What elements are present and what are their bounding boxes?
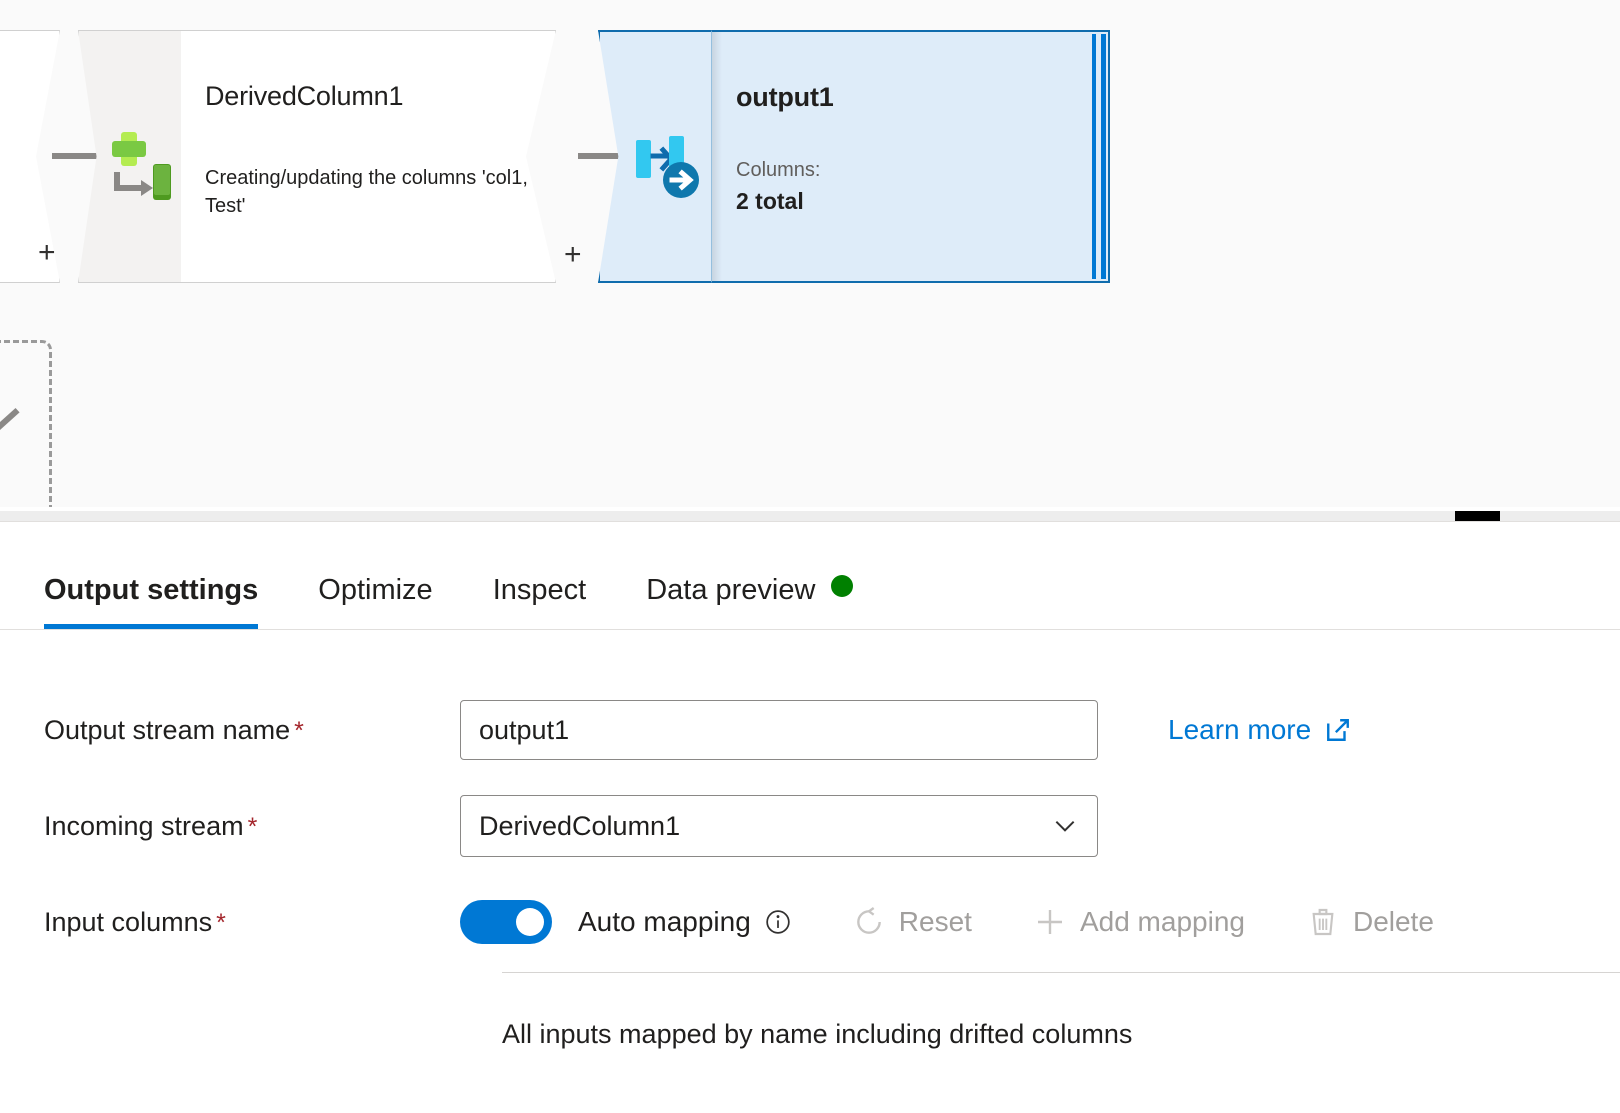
label-incoming-stream: Incoming stream* xyxy=(44,811,460,842)
incoming-stream-value[interactable]: DerivedColumn1 xyxy=(460,795,1098,857)
node-sink-output1[interactable]: output1 Columns: 2 total xyxy=(598,30,1110,283)
label-output-stream-name: Output stream name* xyxy=(44,715,460,746)
node-sink-title: output1 xyxy=(736,82,834,112)
info-icon[interactable] xyxy=(765,909,791,935)
auto-mapping-toggle[interactable] xyxy=(460,900,552,944)
mapping-separator xyxy=(502,972,1620,973)
label-input-columns: Input columns* xyxy=(44,907,460,938)
incoming-stream-dropdown[interactable]: DerivedColumn1 xyxy=(460,795,1098,857)
row-incoming-stream: Incoming stream* DerivedColumn1 xyxy=(44,778,1620,874)
panel-tabs: Output settings Optimize Inspect Data pr… xyxy=(0,522,1620,630)
tab-data-preview-label: Data preview xyxy=(646,574,816,606)
node-derived-column[interactable]: DerivedColumn1 Creating/updating the col… xyxy=(78,30,556,283)
auto-mapping-label: Auto mapping xyxy=(578,906,751,937)
output-stream-name-input[interactable] xyxy=(460,700,1098,760)
reset-button[interactable]: Reset xyxy=(853,906,972,938)
canvas-horizontal-scrollbar[interactable] xyxy=(0,511,1620,521)
node-sink-icon-area xyxy=(598,30,711,283)
required-marker-output-stream-name: * xyxy=(294,716,304,745)
node-sink-columns-value: 2 total xyxy=(736,188,804,214)
row-input-columns: Input columns* Auto mapping Reset xyxy=(44,874,1620,970)
refresh-icon xyxy=(856,907,881,934)
connector-derived-to-sink xyxy=(578,153,640,159)
external-link-icon xyxy=(1327,719,1350,741)
node-derived-body[interactable]: DerivedColumn1 Creating/updating the col… xyxy=(181,30,556,283)
trash-icon xyxy=(1312,908,1334,936)
derived-column-icon xyxy=(112,132,171,200)
node-placeholder-dashed[interactable] xyxy=(0,340,52,521)
row-output-stream-name: Output stream name* Learn more xyxy=(44,682,1620,778)
settings-panel: Output settings Optimize Inspect Data pr… xyxy=(0,521,1620,1113)
canvas-scrollbar-divider xyxy=(0,507,1620,511)
plus-icon xyxy=(1037,910,1062,934)
node-derived-description: Creating/updating the columns 'col1, Tes… xyxy=(205,167,528,218)
output-settings-form: Output stream name* Learn more Incoming … xyxy=(0,630,1620,1050)
node-sink-columns-label: Columns: xyxy=(736,159,821,181)
sink-icon xyxy=(636,136,699,198)
canvas-scrollbar-thumb[interactable] xyxy=(1455,511,1500,521)
delete-label: Delete xyxy=(1352,906,1434,937)
label-output-stream-name-text: Output stream name xyxy=(44,714,291,745)
dataflow-canvas[interactable]: + DerivedColumn1 Creating/updating the c… xyxy=(0,0,1620,521)
tab-data-preview[interactable]: Data preview xyxy=(646,574,854,629)
data-preview-status-dot xyxy=(831,575,854,597)
required-marker-input-columns: * xyxy=(216,908,226,937)
add-node-plus-derived[interactable]: + xyxy=(564,238,582,271)
tab-inspect[interactable]: Inspect xyxy=(492,574,587,606)
mapping-note: All inputs mapped by name including drif… xyxy=(502,1019,1133,1049)
learn-more-label: Learn more xyxy=(1168,714,1312,745)
reset-label: Reset xyxy=(898,906,972,937)
delete-button[interactable]: Delete xyxy=(1307,906,1434,938)
add-mapping-button[interactable]: Add mapping xyxy=(1034,906,1245,938)
tab-output-settings[interactable]: Output settings xyxy=(44,574,259,629)
node-sink-accent-bar-2 xyxy=(1101,34,1106,279)
node-derived-icon-area xyxy=(78,30,181,283)
add-mapping-label: Add mapping xyxy=(1079,906,1245,937)
label-input-columns-text: Input columns xyxy=(44,906,213,937)
auto-mapping-label-group: Auto mapping xyxy=(578,906,791,938)
node-sink-accent-bar-1 xyxy=(1092,34,1096,279)
label-incoming-stream-text: Incoming stream xyxy=(44,810,244,841)
required-marker-incoming-stream: * xyxy=(247,812,258,841)
add-node-plus-stub[interactable]: + xyxy=(38,236,56,269)
node-derived-title: DerivedColumn1 xyxy=(205,81,404,111)
node-sink-body[interactable]: output1 Columns: 2 total xyxy=(711,30,1110,283)
learn-more-link[interactable]: Learn more xyxy=(1168,714,1351,746)
connector-stub-to-derived xyxy=(52,153,120,159)
tab-optimize[interactable]: Optimize xyxy=(318,574,433,606)
